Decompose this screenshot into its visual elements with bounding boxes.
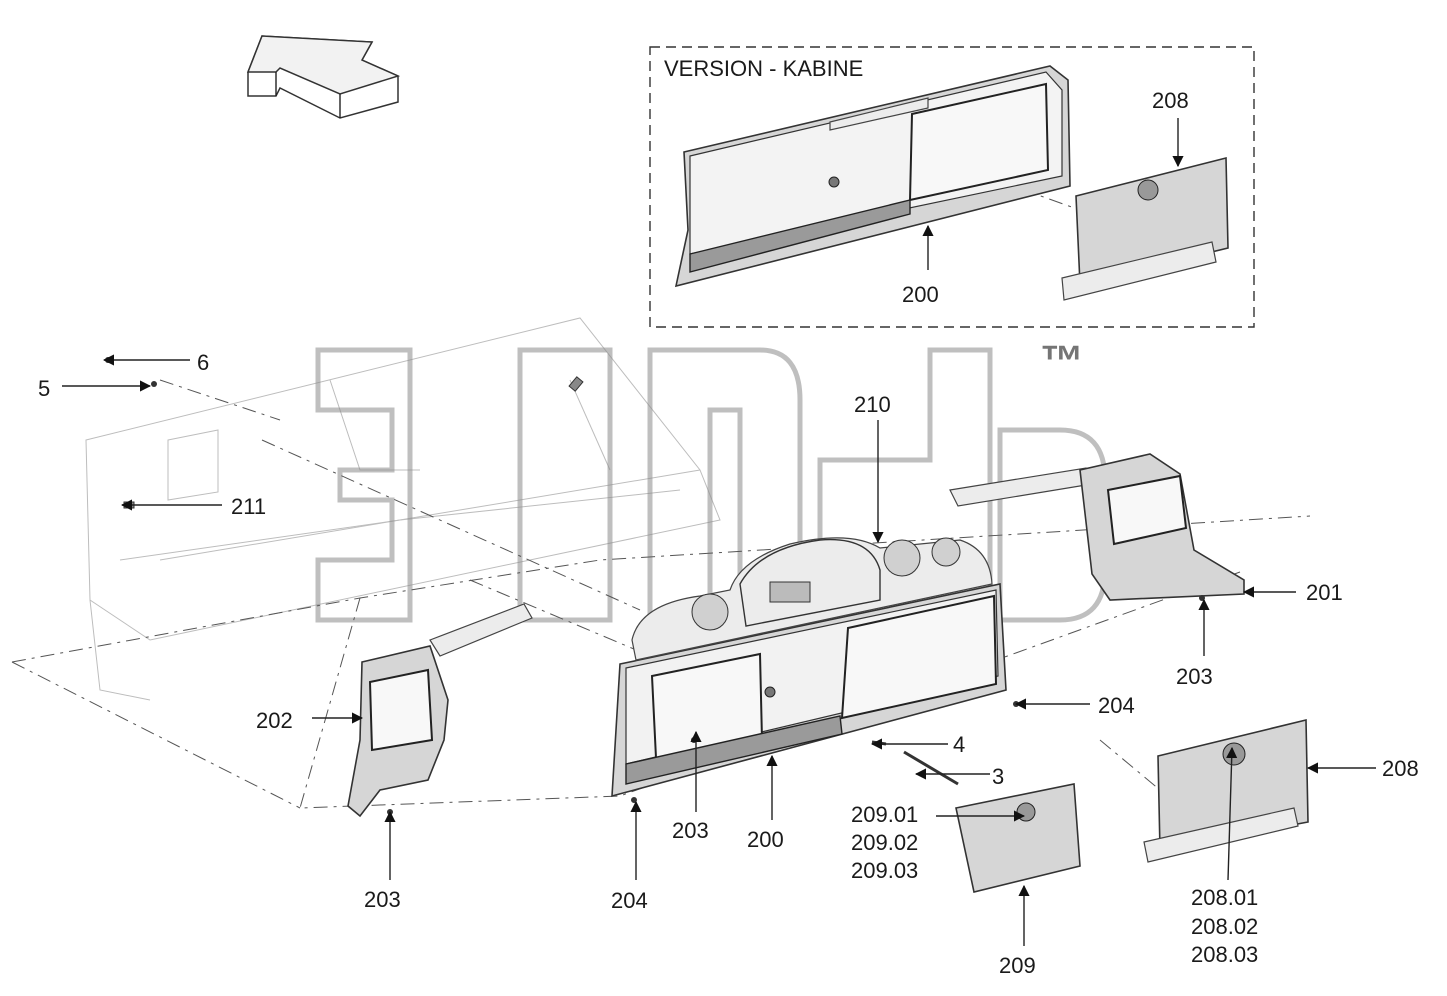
callout-200: 200	[747, 827, 784, 852]
callout-209-01: 209.01	[851, 802, 918, 827]
side-panel-201	[949, 453, 1245, 601]
assembly-guides	[11, 159, 1311, 809]
callout-3: 3	[992, 764, 1004, 789]
callout-208: 208	[1382, 756, 1419, 781]
glovebox-lid-208	[1143, 718, 1309, 863]
cab-ghost	[85, 317, 721, 701]
callout-211: 211	[231, 494, 266, 519]
callout-5: 5	[38, 376, 50, 401]
callout-210: 210	[854, 392, 891, 417]
storage-lid-209	[955, 783, 1081, 893]
callout-203-left: 203	[364, 887, 401, 912]
callout-6: 6	[197, 350, 209, 375]
callout-208-01: 208.01	[1191, 885, 1258, 910]
inset-label-208: 208	[1152, 88, 1189, 113]
callout-209-02: 209.02	[851, 830, 918, 855]
callout-203-right: 203	[1176, 664, 1213, 689]
callout-leaders	[62, 354, 1376, 946]
inset-label-200: 200	[902, 282, 939, 307]
main-console-200	[611, 537, 1007, 798]
callout-209-03: 209.03	[851, 858, 918, 883]
side-panel-202	[347, 603, 533, 818]
callout-204-right: 204	[1098, 693, 1135, 718]
callout-208-02: 208.02	[1191, 914, 1258, 939]
direction-arrow-icon	[246, 35, 401, 119]
callout-209: 209	[999, 953, 1036, 978]
trademark-symbol: ™	[1040, 337, 1084, 386]
rod-3	[903, 750, 959, 786]
inset-version-kabine: VERSION - KABINE 208 200	[649, 46, 1255, 328]
callout-204-left: 204	[611, 888, 648, 913]
callout-203-mid: 203	[672, 818, 709, 843]
callout-201: 201	[1306, 580, 1343, 605]
callout-202: 202	[256, 708, 293, 733]
inset-title: VERSION - KABINE	[664, 56, 863, 81]
callout-208-03: 208.03	[1191, 942, 1258, 967]
callout-4: 4	[953, 732, 965, 757]
callout-labels: 6 5 211 210 201 203 202 204 4 3 208 203 …	[38, 350, 1419, 978]
